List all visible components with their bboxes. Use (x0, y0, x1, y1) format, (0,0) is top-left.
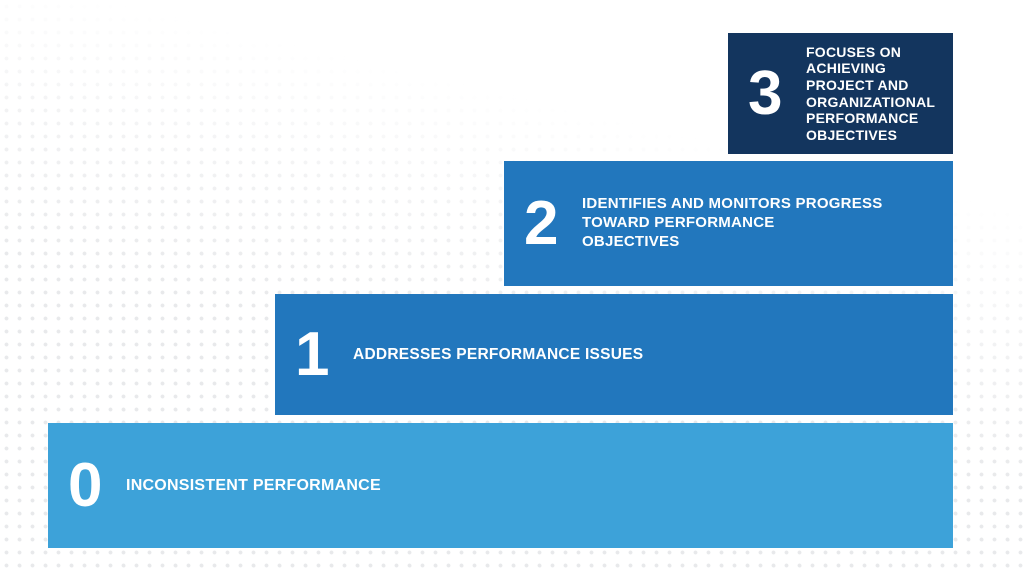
level-0-label: INCONSISTENT PERFORMANCE (126, 476, 381, 494)
level-3-bar: 3 FOCUSES ON ACHIEVING PROJECT AND ORGAN… (728, 33, 953, 154)
level-2-number: 2 (524, 188, 558, 258)
level-1-number: 1 (295, 319, 329, 389)
level-2-label: IDENTIFIES AND MONITORS PROGRESS TOWARD … (582, 195, 883, 250)
level-0-number: 0 (68, 450, 102, 520)
level-2-bar: 2 IDENTIFIES AND MONITORS PROGRESS TOWAR… (504, 161, 953, 286)
level-1-bar: 1 ADDRESSES PERFORMANCE ISSUES (275, 294, 953, 415)
level-3-label: FOCUSES ON ACHIEVING PROJECT AND ORGANIZ… (806, 43, 936, 143)
level-3-number: 3 (748, 58, 782, 128)
level-0-bar: 0 INCONSISTENT PERFORMANCE (48, 423, 953, 548)
level-1-label: ADDRESSES PERFORMANCE ISSUES (353, 345, 644, 363)
